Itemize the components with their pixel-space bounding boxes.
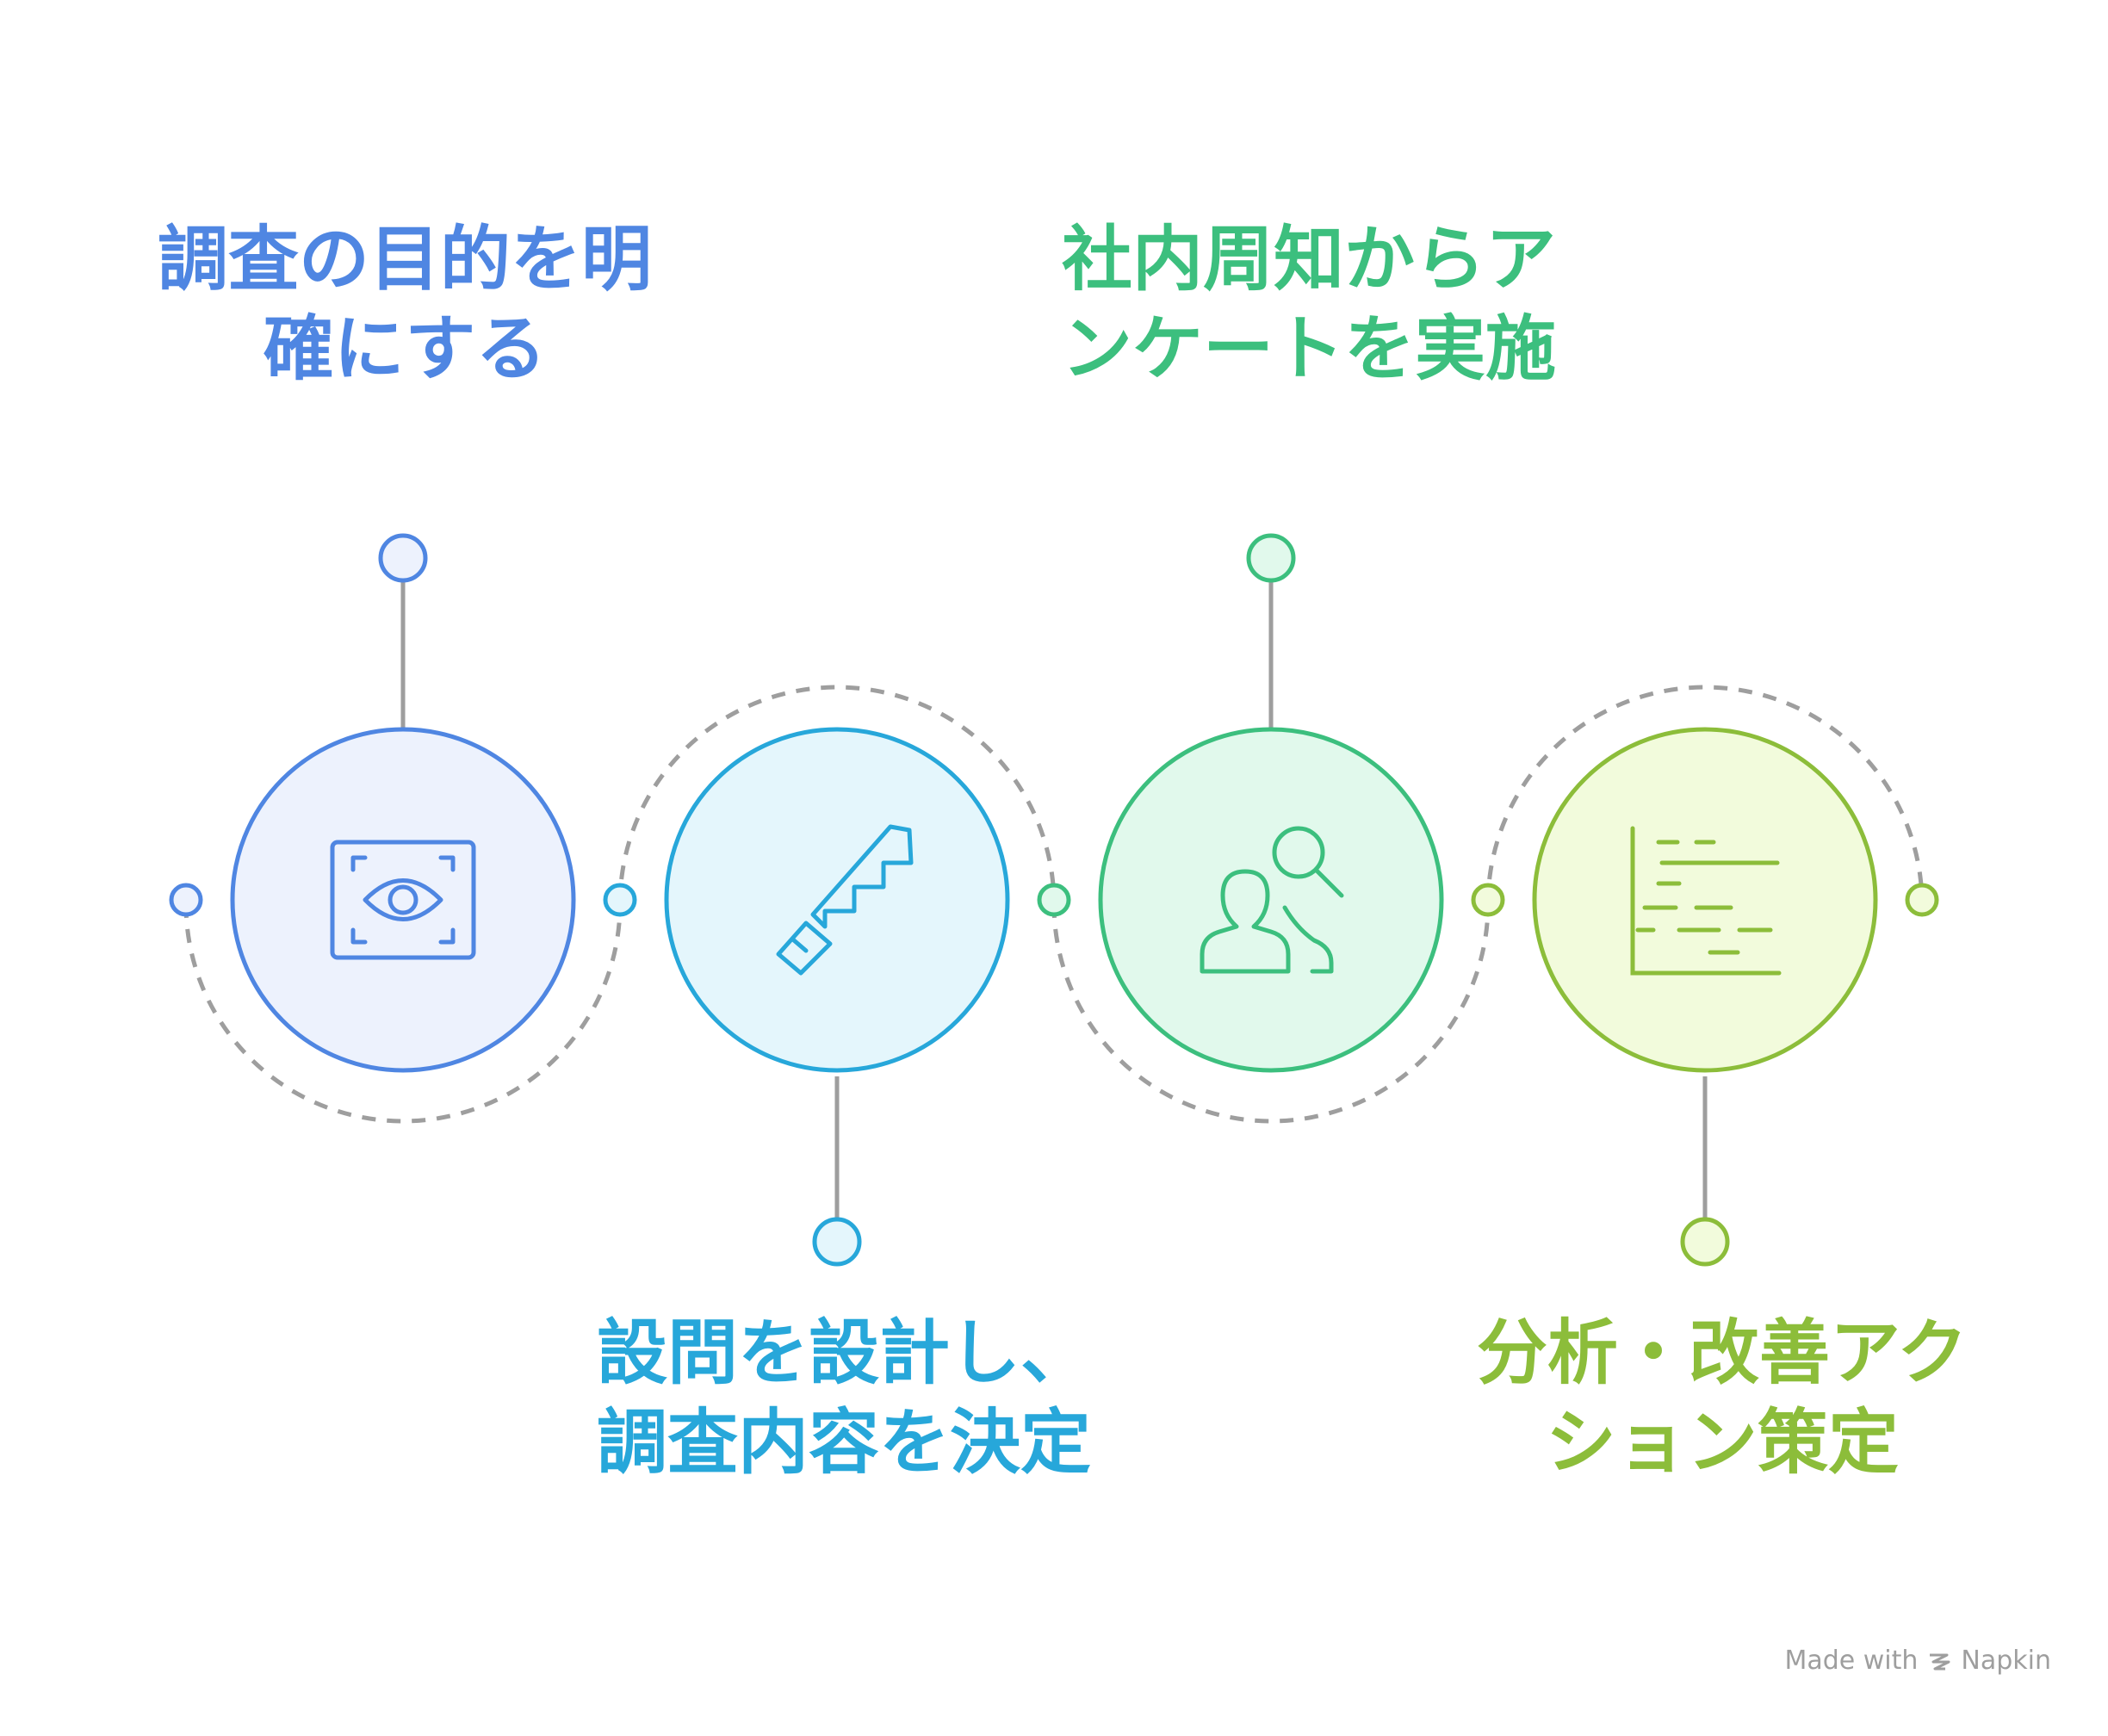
step-2-line-1: 設問を設計し、 [596, 1312, 1091, 1394]
stem-end-3 [1246, 533, 1296, 583]
step-1-label: 調査の目的を明 確にする [86, 215, 723, 394]
step-1-line-2: 確にする [263, 308, 547, 390]
stem-end-1 [378, 533, 428, 583]
stem-end-4 [1680, 1217, 1730, 1267]
step-3-line-1: 社内周知からア [1061, 219, 1556, 301]
step-2-line-2: 調査内容を決定 [596, 1402, 1091, 1484]
made-with-napkin-credit[interactable]: Made with Napkin [1784, 1646, 2051, 1676]
connector-arc-1 [183, 903, 623, 1124]
step-circle-3 [1098, 727, 1444, 1073]
junction-dot [1471, 883, 1505, 917]
made-with-text: Made with [1784, 1646, 1919, 1676]
step-circle-1 [230, 727, 576, 1073]
junction-dot [1037, 883, 1071, 917]
napkin-logo-icon [1930, 1653, 1950, 1670]
step-1-line-1: 調査の目的を明 [157, 219, 652, 301]
step-circle-4 [1532, 727, 1878, 1073]
connector-arc-3 [1051, 903, 1491, 1124]
junction-dot [169, 883, 203, 917]
junction-dot [1905, 883, 1939, 917]
step-2-label: 設問を設計し、 調査内容を決定 [517, 1309, 1171, 1488]
gantt-chart-icon [1630, 826, 1782, 976]
junction-dot [603, 883, 637, 917]
eye-scan-icon [330, 840, 476, 960]
people-search-icon [1200, 826, 1344, 974]
step-4-label: 分析・改善アク ション策定 [1395, 1309, 2049, 1488]
step-3-line-2: ンケートを実施 [1061, 308, 1556, 390]
step-4-line-1: 分析・改善アク [1477, 1312, 1968, 1394]
step-4-line-2: ション策定 [1545, 1402, 1899, 1484]
napkin-brand-text: Napkin [1961, 1646, 2051, 1676]
connector-arc-2 [617, 685, 1057, 905]
connector-arc-4 [1485, 685, 1925, 905]
step-3-label: 社内周知からア ンケートを実施 [982, 215, 1636, 394]
stem-end-2 [812, 1217, 862, 1267]
step-circle-2 [664, 727, 1010, 1073]
saw-icon [776, 824, 914, 976]
